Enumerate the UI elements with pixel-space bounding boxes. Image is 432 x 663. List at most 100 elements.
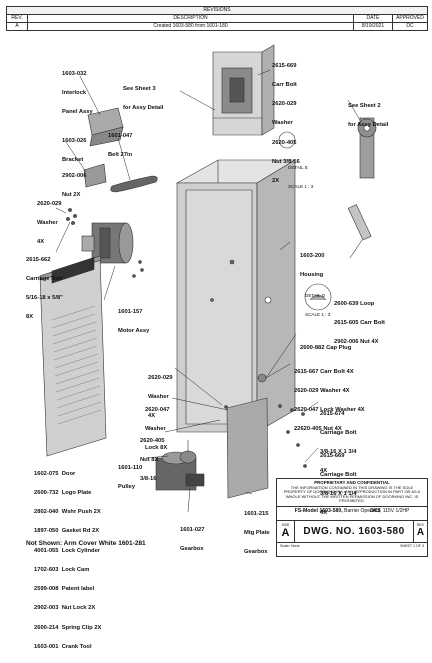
callout-line: 2620-029: [37, 200, 62, 207]
callout-pulley: 1601-110 Pulley: [118, 452, 142, 503]
callout-line: 3/8-16: [140, 476, 157, 483]
callout-line: 2802-040 Wshr Push 2X: [34, 509, 101, 516]
gearbox-drawing: [155, 440, 205, 491]
callout-line: 1603-032: [62, 70, 87, 77]
callout-line: 1601-157: [118, 308, 143, 315]
proprietary-text: THE INFORMATION CONTAINED IN THIS DRAWIN…: [283, 484, 421, 504]
title-block: PROPRIETARY AND CONFIDENTIAL THE INFORMA…: [276, 478, 428, 557]
callout-line: 4X: [320, 468, 328, 475]
callout-line: DETAIL E: [288, 164, 308, 170]
revision-date: 8/19/2021: [354, 23, 393, 30]
callout-line: 1601-215: [244, 510, 269, 517]
callout-line: Mtg Plate: [244, 530, 270, 537]
callout-line: Lock 8X: [145, 445, 168, 452]
callout-carriage-bolt-1-3-4: 2615-674 Carriage Bolt 3/8-16 X 1 3/4 4X: [320, 398, 356, 488]
callout-nut-8x: 2620-405 Nut 8X 3/8-16: [140, 425, 165, 495]
callout-line: Pulley: [118, 484, 136, 491]
revisions-header-row: REV. DESCRIPTION DATE APPROVED: [7, 15, 427, 23]
revision-description: Created 1603-580 from 1601-180: [28, 23, 354, 30]
callout-line: 2902-006 Nut 4X: [334, 339, 379, 346]
callout-line: Belt 27in: [108, 152, 133, 159]
callout-line: 4001-055 Lock Cylinder: [34, 547, 101, 554]
callout-line: 22620-405 Nut 4X: [294, 426, 342, 433]
callout-line: 2599-008 Patent label: [34, 586, 95, 593]
callout-see-sheet-3: See Sheet 3 for Assy Detail: [123, 73, 163, 124]
callout-line: 1601-027: [180, 526, 205, 533]
revisions-table: REVISIONS REV. DESCRIPTION DATE APPROVED…: [6, 6, 428, 31]
callout-line: Washer: [145, 426, 166, 433]
callout-line: 2620-029: [272, 101, 297, 108]
callout-line: 1601-110: [118, 464, 143, 471]
callout-washer-4x-left: 2620-029 Washer 4X: [37, 188, 62, 258]
callout-line: Carriage Bolt: [320, 472, 357, 479]
callout-line: for Assy Detail: [348, 122, 389, 129]
callout-line: 1601-047: [108, 132, 133, 139]
description-header: DESCRIPTION: [28, 15, 354, 22]
callout-line: Gearbox: [180, 546, 204, 553]
scale-text: Scale: None: [280, 544, 300, 548]
callout-line: Washer: [272, 120, 293, 127]
rev-value: A: [416, 527, 425, 538]
leader-lines: [55, 69, 361, 513]
callout-line: See Sheet 2: [348, 102, 381, 109]
callout-line: 3/8-16 X 1 3/4: [320, 449, 357, 456]
interlock-panel-drawing: [87, 107, 124, 147]
callout-line: 2620-047: [145, 406, 170, 413]
callout-line: 1702-603 Lock Cam: [34, 566, 90, 573]
callout-line: 2620-029 Washer 4X: [294, 388, 350, 395]
callout-line: Carriage Bolt: [320, 430, 357, 437]
sheet-text: SHEET 1 OF 3: [400, 544, 424, 548]
callout-carriage-bolt-1-1-4: 2615-669 Carriage Bolt 3/8-16 X 1 1/4 4X: [320, 440, 356, 530]
callout-mtg-plate: 1601-215 Mtg Plate Gearbox: [244, 498, 270, 568]
model-name: FS-Model 1603-580,: [294, 508, 343, 514]
callout-cap-plug: 2600-882 Cap Plug: [300, 332, 351, 364]
callout-line: Washer: [37, 220, 58, 227]
housing-drawing: [175, 159, 297, 433]
fasteners-drawing: [66, 208, 307, 468]
callout-line: Interlock: [62, 90, 87, 97]
rev-label: REV: [416, 523, 425, 527]
size-value: A: [281, 527, 290, 539]
callout-line: 4X: [320, 510, 328, 517]
callout-line: 1603-200: [300, 252, 325, 259]
callout-line: 2615-605 Carr Bolt: [334, 320, 385, 327]
callout-nut-2x: 2902-006 Nut 2X: [62, 160, 87, 211]
callout-line: Housing: [300, 272, 324, 279]
callout-detail-e: DETAIL E SCALE 1 : 3: [288, 152, 313, 203]
callout-line: 2615-669: [320, 452, 345, 459]
callout-line: 2620-029: [148, 374, 173, 381]
callout-line: Nut 8X: [140, 457, 159, 464]
callout-see-sheet-2: See Sheet 2 for Assy Detail: [348, 90, 388, 141]
company-logo: DKS: [370, 508, 381, 514]
callout-line: 2902-003 Nut Lock 2X: [34, 605, 96, 612]
callout-line: 1602-075 Door: [34, 470, 76, 477]
callout-bracket: 1603-026 Bracket: [62, 125, 87, 176]
arm-drawing: [347, 117, 377, 241]
callout-line: 4X: [148, 413, 156, 420]
interlock-assembly-drawing: [212, 44, 275, 136]
drawing-number: DWG. NO. 1603-580: [303, 526, 405, 537]
callout-line: 2620-405: [272, 139, 297, 146]
size-cell: SIZE A: [277, 521, 295, 542]
callout-line: See Sheet 3: [123, 85, 156, 92]
callout-detail-d: DETAIL D SCALE 1 : 3: [305, 280, 330, 331]
callout-line: 2600-732 Logo Plate: [34, 490, 92, 497]
bracket-drawing: [83, 163, 107, 188]
callout-line: Nut 2X: [62, 192, 81, 199]
approved-header: APPROVED: [396, 15, 424, 21]
callout-line: 1603-001 Crank Tool: [34, 643, 92, 650]
callout-line: 2X: [272, 178, 280, 185]
revision-row: A Created 1603-580 from 1601-180 8/19/20…: [7, 23, 427, 30]
callout-line: 2600-214 Spring Clip 2X: [34, 624, 102, 631]
callout-line: Nut 3/8-16: [272, 158, 300, 165]
callout-line: 2615-669: [272, 62, 297, 69]
drawing-number-row: SIZE A DWG. NO. 1603-580 REV A: [277, 521, 427, 543]
model-detail: Barrier Operator, 115V 1/2HP: [342, 508, 410, 514]
callout-housing: 1603-200 Housing: [300, 240, 325, 291]
rev-header: REV.: [7, 15, 28, 22]
proprietary-title: PROPRIETARY AND CONFIDENTIAL: [314, 480, 390, 485]
belt-drawing: [110, 175, 158, 193]
callout-interlock-panel: 1603-032 Interlock Panel Assy: [62, 58, 93, 128]
callout-line: Gearbox: [244, 549, 268, 556]
callout-line: 4X: [37, 239, 45, 246]
